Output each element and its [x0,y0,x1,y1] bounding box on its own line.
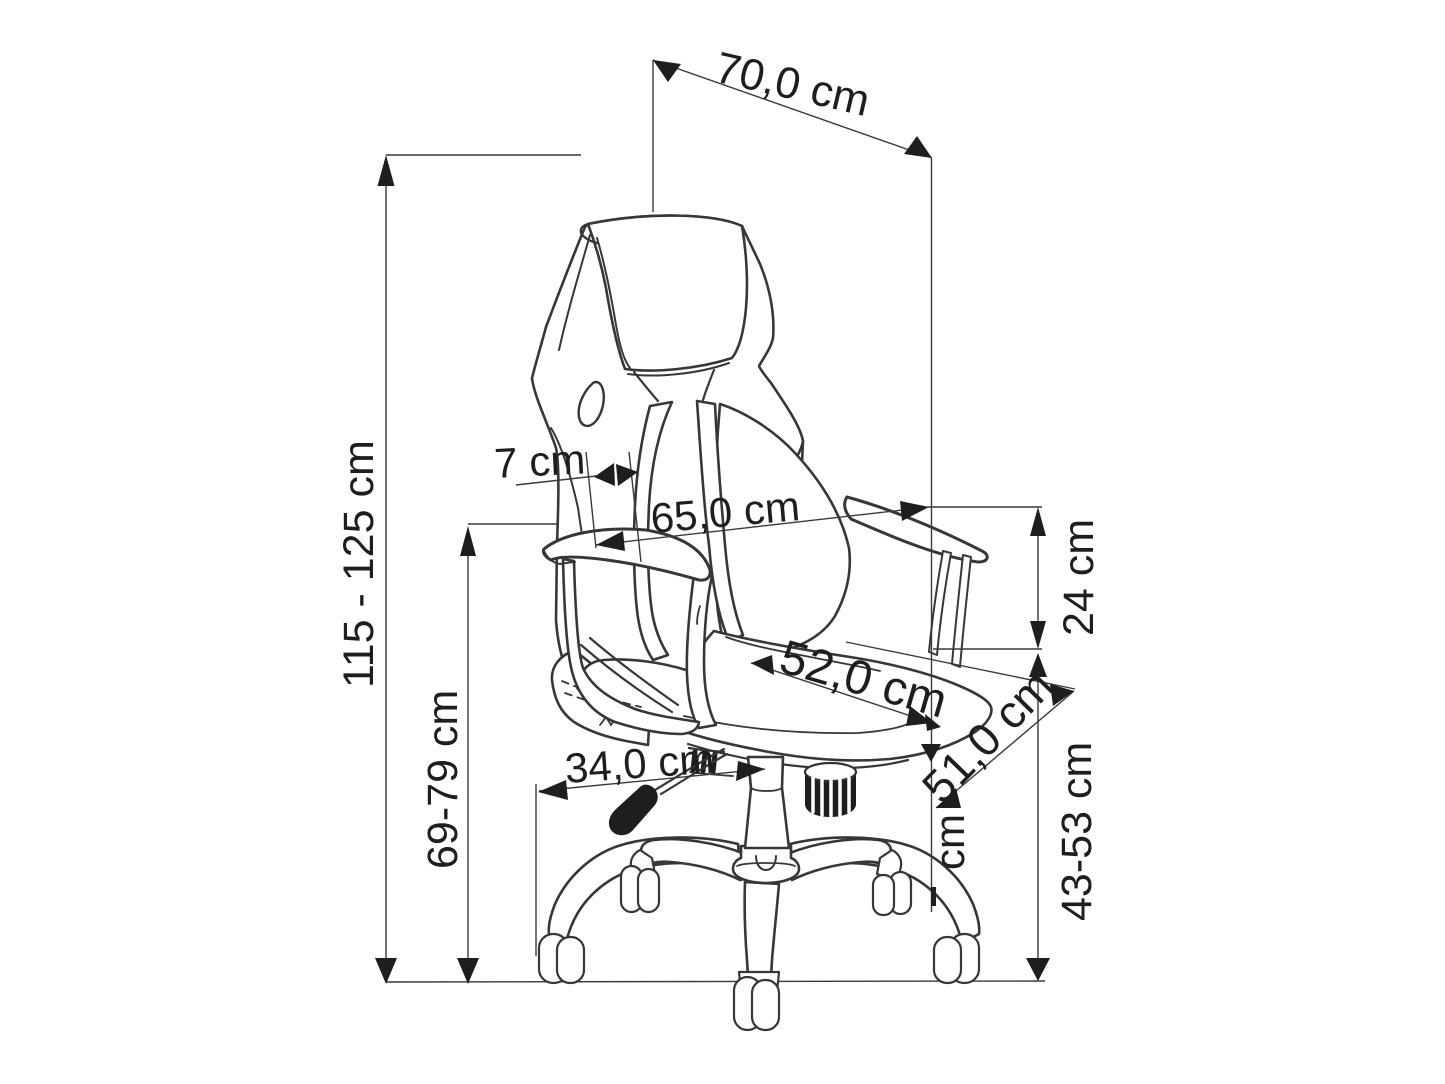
svg-text:24 cm: 24 cm [1055,519,1103,636]
svg-text:cm: cm [926,814,973,870]
svg-text:7 cm: 7 cm [493,435,586,487]
svg-text:115 - 125 cm: 115 - 125 cm [335,440,383,688]
svg-text:34,0 cm: 34,0 cm [563,735,715,792]
svg-text:43-53 cm: 43-53 cm [1053,742,1101,921]
svg-text:69-79 cm: 69-79 cm [419,690,467,869]
